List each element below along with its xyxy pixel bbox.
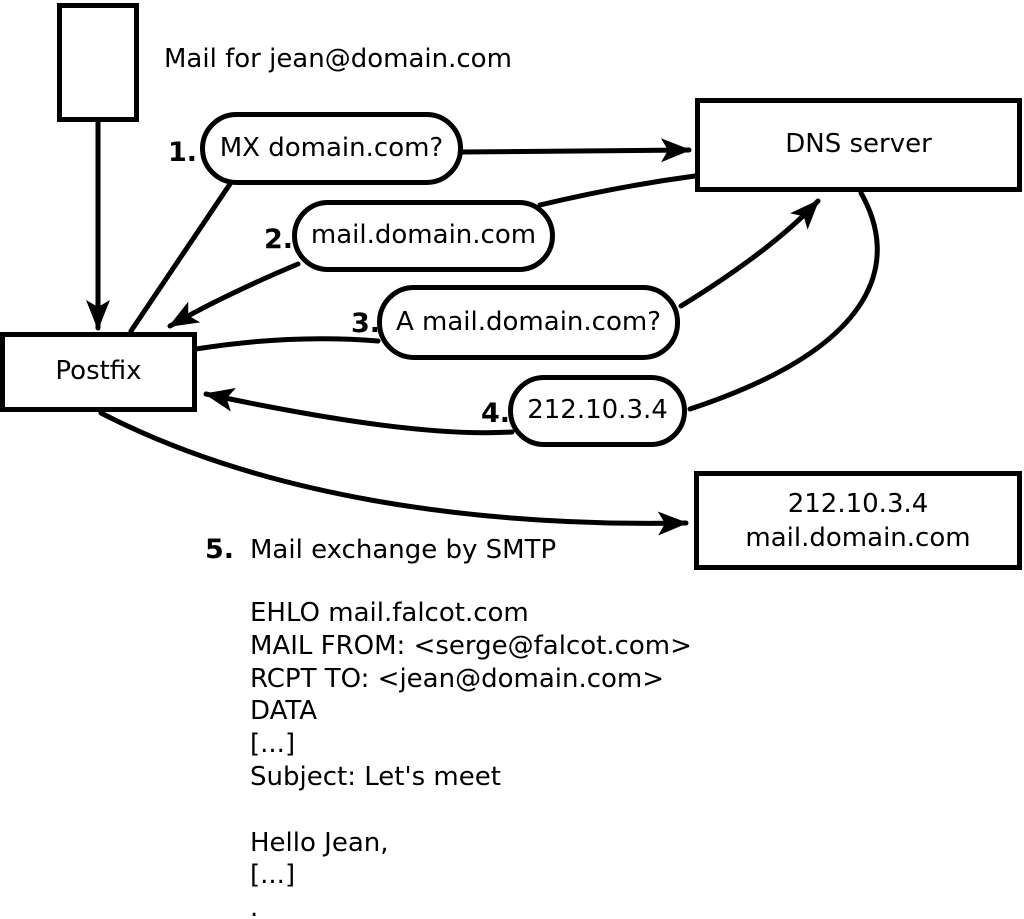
diagram-title: Mail for jean@domain.com [164,44,512,74]
step-5-label: Mail exchange by SMTP [250,535,557,565]
arrow-query1-to-dns [458,138,692,163]
step-2-number: 2. [264,224,294,255]
step-3-number: 3. [351,308,381,339]
reply-ip-pill: 212.10.3.4 [508,375,687,447]
step-4-number: 4. [481,398,511,429]
line-postfix-to-query1 [128,181,233,334]
line-postfix-to-query3 [193,336,381,352]
arrow-query3-to-dns [678,198,821,309]
step-1-number: 1. [168,137,198,168]
mail-exchanger-box: 212.10.3.4 mail.domain.com [694,471,1022,570]
line-dns-to-reply4 [687,190,880,412]
query-mx-pill: MX domain.com? [200,112,463,185]
postfix-box: Postfix [0,332,197,412]
mail-exchanger-hostname: mail.domain.com [745,522,971,553]
line-dns-to-reply2 [537,173,698,208]
step-5-number: 5. [205,534,235,565]
arrow-reply4-to-postfix [203,388,515,436]
dns-server-box: DNS server [695,98,1022,192]
arrow-reply2-to-postfix [167,261,301,329]
mail-exchanger-ip: 212.10.3.4 [787,488,929,519]
arrow-postfix-to-mailexchanger [98,410,689,536]
mail-envelope [57,3,139,122]
query-a-record-pill: A mail.domain.com? [377,285,680,360]
reply-mx-pill: mail.domain.com [292,200,555,272]
